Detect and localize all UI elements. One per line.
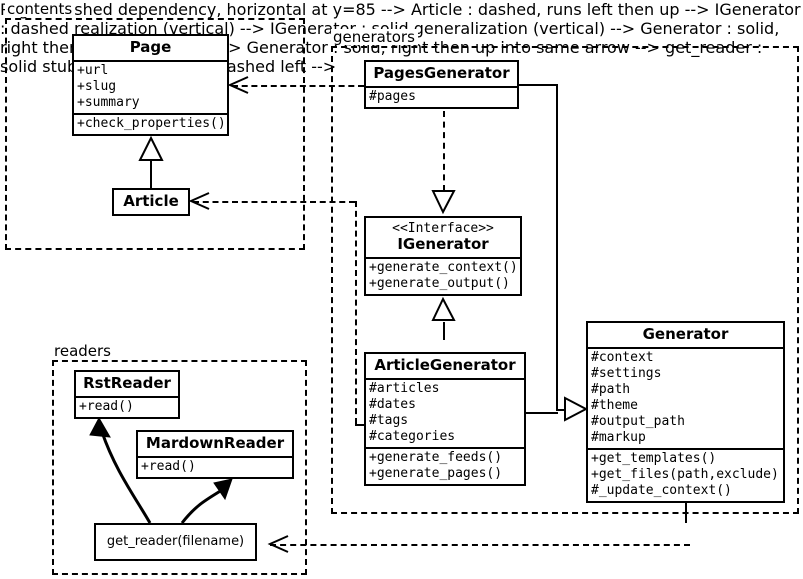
connector-articlegenerator-to-article-v: [355, 201, 357, 424]
connector-to-generator-arrow-stem: [556, 409, 568, 411]
class-pagesgenerator-attr-pages: #pages: [369, 89, 416, 104]
class-articlegenerator[interactable]: ArticleGenerator #articles #dates #tags …: [364, 352, 526, 486]
class-articlegenerator-attributes: #articles #dates #tags #categories: [366, 378, 524, 447]
class-generator-attr-settings: #settings: [591, 366, 662, 381]
connector-articlegenerator-to-igenerator: [443, 322, 445, 340]
connector-pagesgenerator-to-generator-v: [556, 84, 558, 410]
class-igenerator-methods: +generate_context() +generate_output(): [366, 257, 520, 294]
class-generator-methods: +get_templates() +get_files(path,exclude…: [588, 448, 783, 501]
connector-pagesgenerator-to-generator-h1: [517, 84, 558, 86]
class-rstreader[interactable]: RstReader +read(): [74, 370, 180, 419]
class-mardownreader-method-read: +read(): [141, 459, 196, 474]
class-igenerator-name: IGenerator: [397, 235, 489, 253]
class-generator-attr-context: #context: [591, 350, 654, 365]
class-articlegenerator-attr-dates: #dates: [369, 397, 416, 412]
class-pagesgenerator-attributes: #pages: [366, 86, 517, 107]
class-pagesgenerator[interactable]: PagesGenerator #pages: [364, 60, 519, 109]
connector-generator-stub-down: [685, 503, 687, 523]
class-generator-attr-theme: #theme: [591, 398, 638, 413]
package-readers[interactable]: [52, 360, 307, 575]
class-articlegenerator-name: ArticleGenerator: [374, 356, 516, 374]
class-generator-method-get-files: +get_files(path,exclude): [591, 467, 779, 482]
class-generator-attr-output-path: #output_path: [591, 414, 685, 429]
function-get-reader[interactable]: get_reader(filename): [94, 523, 257, 561]
class-mardownreader[interactable]: MardownReader +read(): [136, 430, 294, 479]
package-generators[interactable]: [331, 46, 799, 514]
package-readers-label: readers: [52, 343, 114, 359]
connector-articlegenerator-to-article-h1: [193, 201, 355, 203]
class-page[interactable]: Page +url +slug +summary +check_properti…: [72, 34, 229, 136]
class-mardownreader-name: MardownReader: [145, 434, 285, 452]
class-page-attr-summary: +summary: [77, 95, 140, 110]
class-generator-attr-markup: #markup: [591, 430, 646, 445]
package-generators-label: generators: [331, 29, 418, 45]
class-igenerator-stereotype: <<Interface>>: [392, 221, 494, 236]
package-contents[interactable]: [5, 18, 305, 250]
class-page-attr-slug: +slug: [77, 79, 117, 94]
class-articlegenerator-attr-categories: #categories: [369, 429, 456, 444]
class-articlegenerator-attr-articles: #articles: [369, 381, 440, 396]
class-pagesgenerator-name: PagesGenerator: [373, 64, 510, 82]
class-generator-attr-path: #path: [591, 382, 631, 397]
class-rstreader-name: RstReader: [83, 374, 171, 392]
connector-pagesgenerator-to-page: [232, 85, 364, 87]
connector-pagesgenerator-to-igenerator: [443, 111, 445, 191]
class-generator-name: Generator: [642, 325, 729, 343]
class-articlegenerator-attr-tags: #tags: [369, 413, 409, 428]
connector-articlegenerator-to-generator-h1: [524, 412, 558, 414]
package-contents-label: contents: [5, 1, 76, 17]
class-igenerator-method-generate-output: +generate_output(): [369, 276, 510, 291]
class-generator[interactable]: Generator #context #settings #path #them…: [586, 321, 785, 503]
function-get-reader-label: get_reader(filename): [106, 534, 245, 549]
class-articlegenerator-method-generate-pages: +generate_pages(): [369, 466, 503, 481]
class-articlegenerator-methods: +generate_feeds() +generate_pages(): [366, 447, 524, 484]
connector-generator-to-getreader: [270, 544, 690, 546]
connector-articlegenerator-to-article-h2: [355, 424, 366, 426]
class-mardownreader-methods: +read(): [138, 456, 292, 477]
class-page-method-check-properties: +check_properties(): [77, 116, 226, 131]
class-article[interactable]: Article: [112, 188, 190, 216]
class-generator-method-get-templates: +get_templates(): [591, 451, 717, 466]
class-generator-attributes: #context #settings #path #theme #output_…: [588, 347, 783, 448]
class-page-name: Page: [129, 38, 172, 56]
class-rstreader-method-read: +read(): [79, 399, 134, 414]
class-page-attributes: +url +slug +summary: [74, 60, 227, 113]
class-generator-method-update-context: #_update_context(): [591, 483, 732, 498]
class-articlegenerator-method-generate-feeds: +generate_feeds(): [369, 450, 503, 465]
class-rstreader-methods: +read(): [76, 396, 178, 417]
class-igenerator-method-generate-context: +generate_context(): [369, 260, 518, 275]
class-igenerator[interactable]: <<Interface>> IGenerator +generate_conte…: [364, 216, 522, 296]
class-page-methods: +check_properties(): [74, 113, 227, 134]
class-page-attr-url: +url: [77, 63, 109, 78]
class-article-name: Article: [123, 192, 179, 210]
